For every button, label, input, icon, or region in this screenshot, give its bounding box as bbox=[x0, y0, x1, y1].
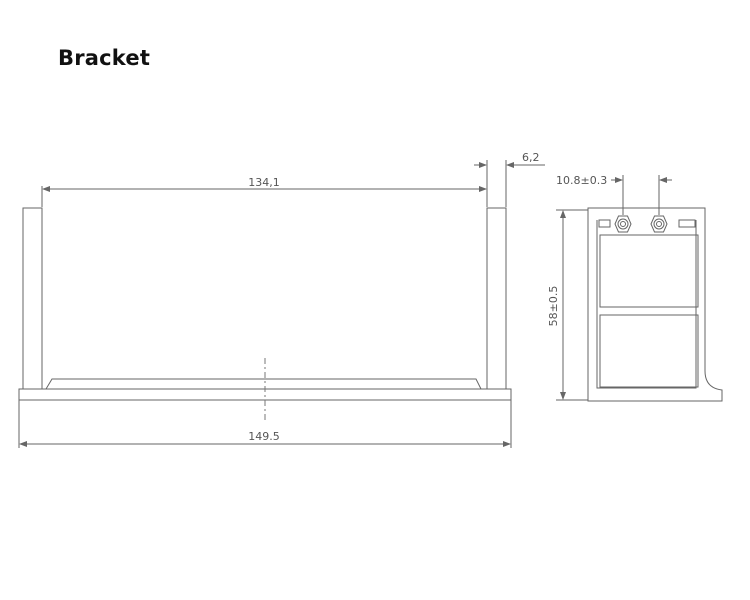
upper-window bbox=[599, 234, 699, 308]
front-view: 134,1 6,2 149.5 bbox=[18, 151, 545, 448]
side-profile bbox=[587, 207, 723, 402]
slot-left bbox=[598, 219, 611, 228]
hex-nut-left bbox=[614, 215, 632, 233]
hex-nut-right bbox=[650, 215, 668, 233]
dim-label-inner-width: 134,1 bbox=[248, 176, 280, 189]
dim-label-height: 58±0.5 bbox=[547, 286, 560, 327]
dim-label-overall-width: 149.5 bbox=[248, 430, 280, 443]
dim-label-hole-spacing: 10.8±0.3 bbox=[556, 174, 607, 187]
floor-step bbox=[45, 378, 482, 390]
side-view: 10.8±0.3 58±0.5 bbox=[547, 174, 723, 402]
right-wall bbox=[486, 207, 507, 390]
dim-label-wall-thickness: 6,2 bbox=[522, 151, 540, 164]
lower-window bbox=[599, 314, 699, 388]
left-wall bbox=[22, 207, 43, 390]
slot-right bbox=[678, 219, 696, 228]
page-title: Bracket bbox=[58, 46, 151, 70]
